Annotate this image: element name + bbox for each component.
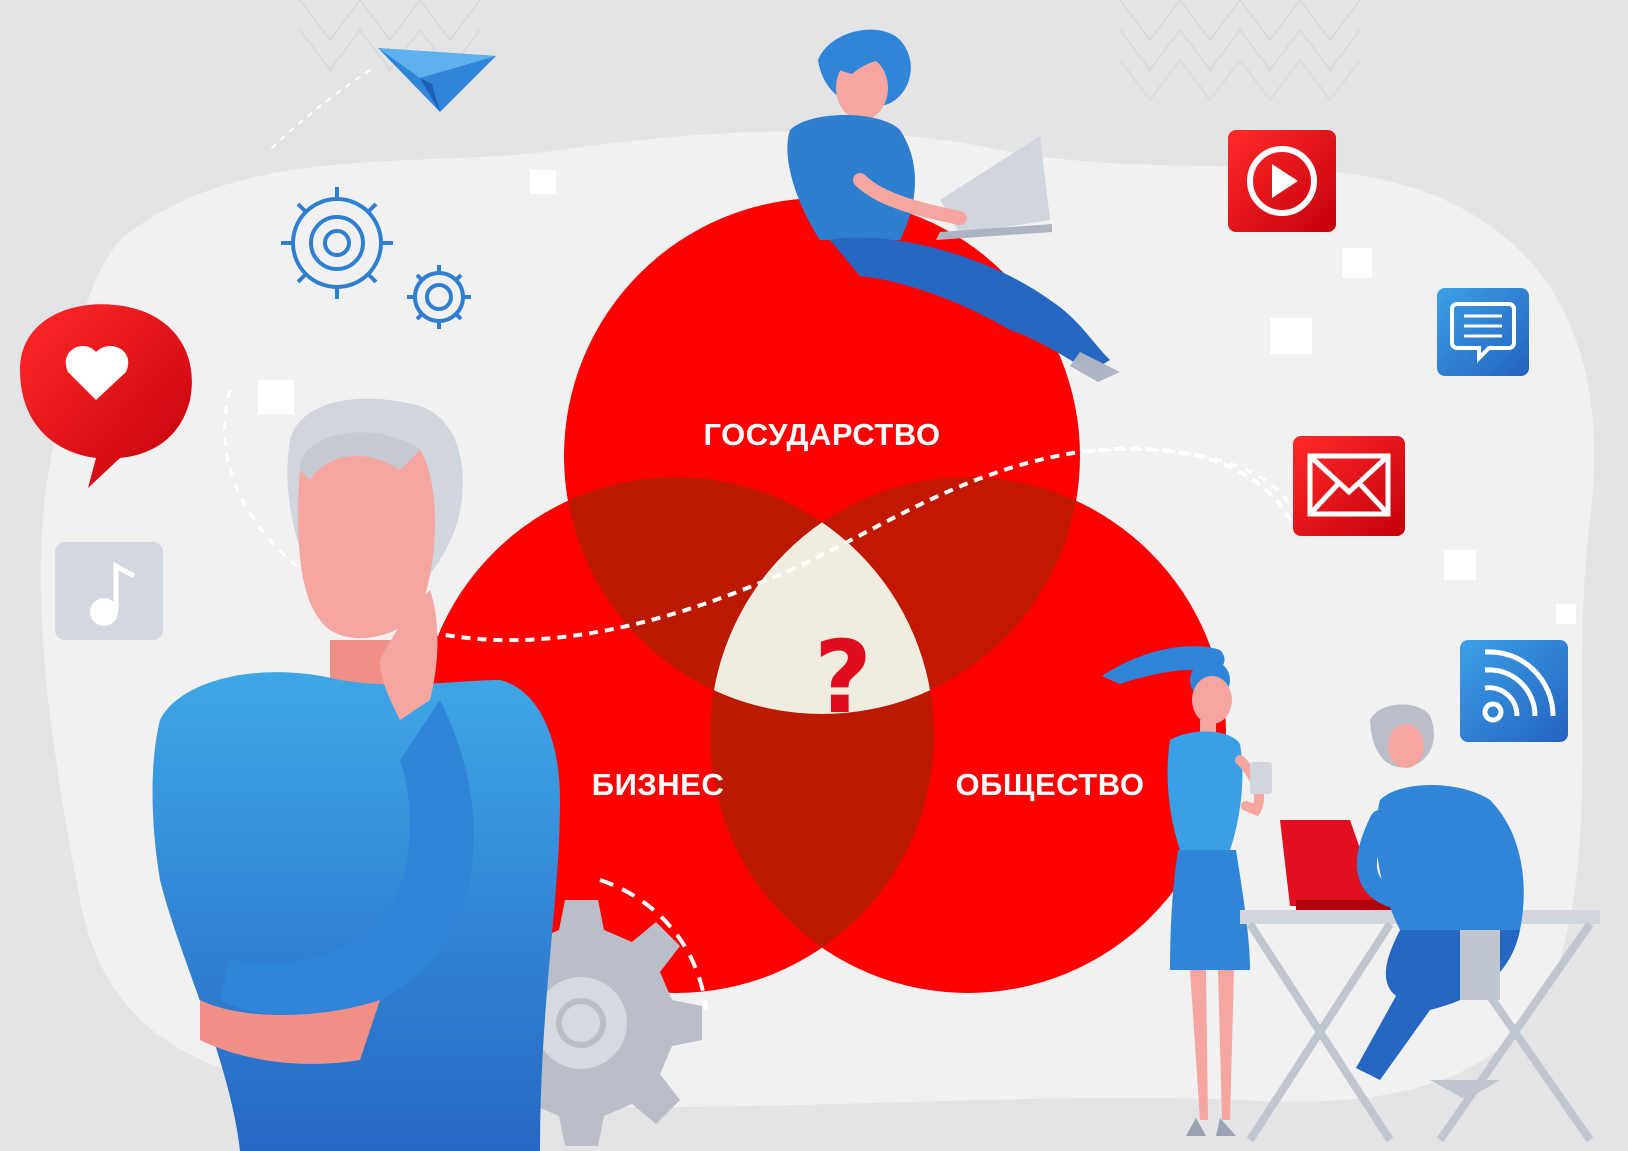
- message-icon: [1437, 288, 1529, 376]
- center-question-mark: ?: [814, 619, 872, 736]
- man-at-desk: [1240, 704, 1600, 1143]
- woman-with-phone: [1102, 646, 1272, 1136]
- man-with-laptop: [787, 29, 1120, 382]
- paper-plane-icon: [269, 48, 496, 151]
- gears-icon: [281, 187, 471, 329]
- center-intersection: [710, 477, 934, 714]
- play-video-icon: [1228, 130, 1336, 232]
- mail-icon: [1293, 436, 1405, 536]
- label-state: ГОСУДАРСТВО: [703, 417, 940, 452]
- label-business: БИЗНЕС: [592, 767, 724, 802]
- thinking-old-man: [152, 398, 560, 1151]
- label-society: ОБЩЕСТВО: [956, 767, 1145, 802]
- music-note-icon: [55, 542, 163, 640]
- rss-feed-icon: [1460, 640, 1568, 742]
- heart-chat-icon: [20, 304, 192, 488]
